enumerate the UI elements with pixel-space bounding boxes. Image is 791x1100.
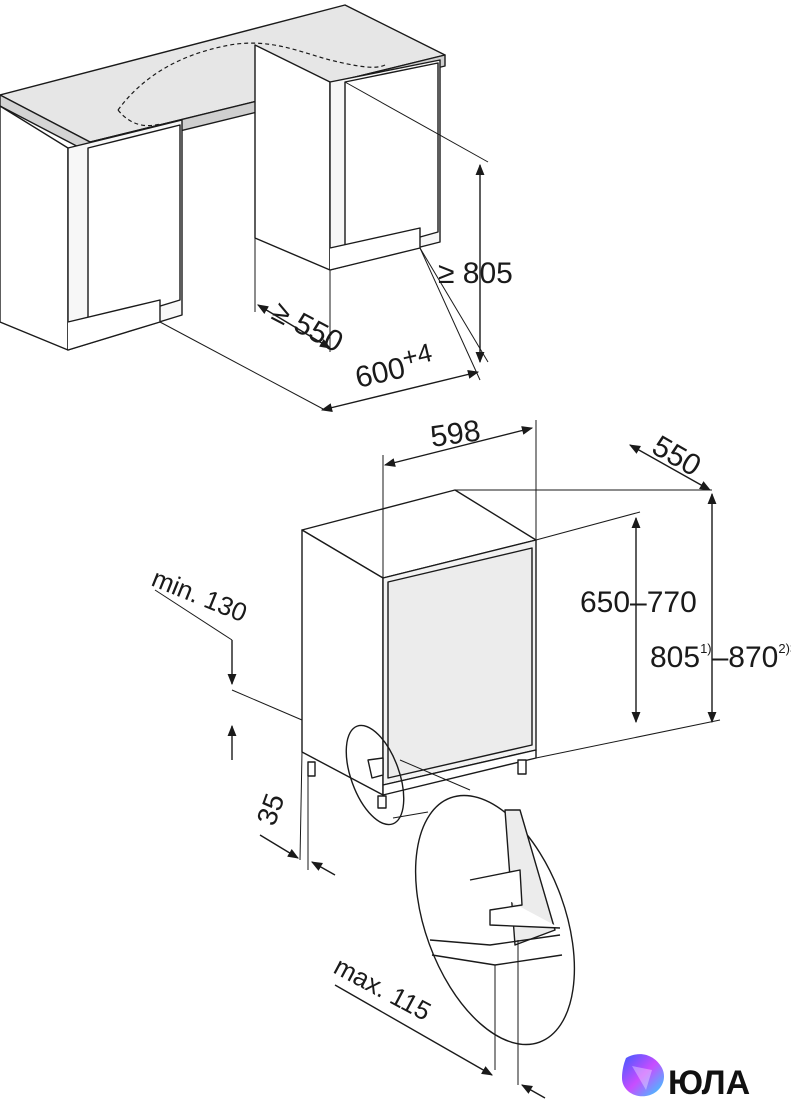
detail-circle-small xyxy=(345,724,405,826)
left-cabinet-plinth xyxy=(67,299,161,351)
niche-width-label: 600+4 xyxy=(350,337,437,395)
foot-front xyxy=(377,795,387,809)
foot-right xyxy=(517,759,527,775)
appliance-door xyxy=(387,547,533,779)
max-115-dim-line-right xyxy=(521,1084,546,1099)
height-min-label: ≥ 805 xyxy=(438,257,513,290)
height-outer-label: 8051)–8702)3) xyxy=(650,641,791,674)
right-cabinet-door xyxy=(344,62,439,259)
brand-logo-icon xyxy=(622,1054,665,1097)
niche-dashed-outline xyxy=(117,42,386,111)
depth-550-label: 550 xyxy=(647,429,707,483)
left-cabinet-side xyxy=(0,105,69,351)
foot-left xyxy=(307,761,316,777)
niche-drawing xyxy=(0,4,489,412)
right-cabinet-side xyxy=(254,44,331,271)
plinth-35-label: 35 xyxy=(251,789,291,829)
height-inner-label: 650–770 xyxy=(580,586,697,619)
plinth-min-label: min. 130 xyxy=(148,563,252,628)
depth-min-label: ≥ 550 xyxy=(267,295,349,359)
left-cabinet-door xyxy=(87,124,181,329)
max-115-dim-line xyxy=(334,984,493,1076)
detail-zoom-content xyxy=(429,809,563,1085)
brand-watermark: ЮЛА xyxy=(622,1054,750,1100)
plinth-35-dim-line-right xyxy=(311,861,336,876)
width-598-label: 598 xyxy=(428,414,482,454)
max-115-label: max. 115 xyxy=(329,951,436,1027)
appliance-drawing xyxy=(154,420,721,1099)
brand-name: ЮЛА xyxy=(668,1064,750,1100)
plinth-35-dim-line xyxy=(259,834,299,859)
depth-550-dim-line xyxy=(629,444,711,491)
width-dim-line xyxy=(320,370,480,412)
width-598-dim-line xyxy=(383,426,534,467)
right-cabinet-plinth xyxy=(329,227,421,271)
depth-dim-line xyxy=(257,304,331,349)
